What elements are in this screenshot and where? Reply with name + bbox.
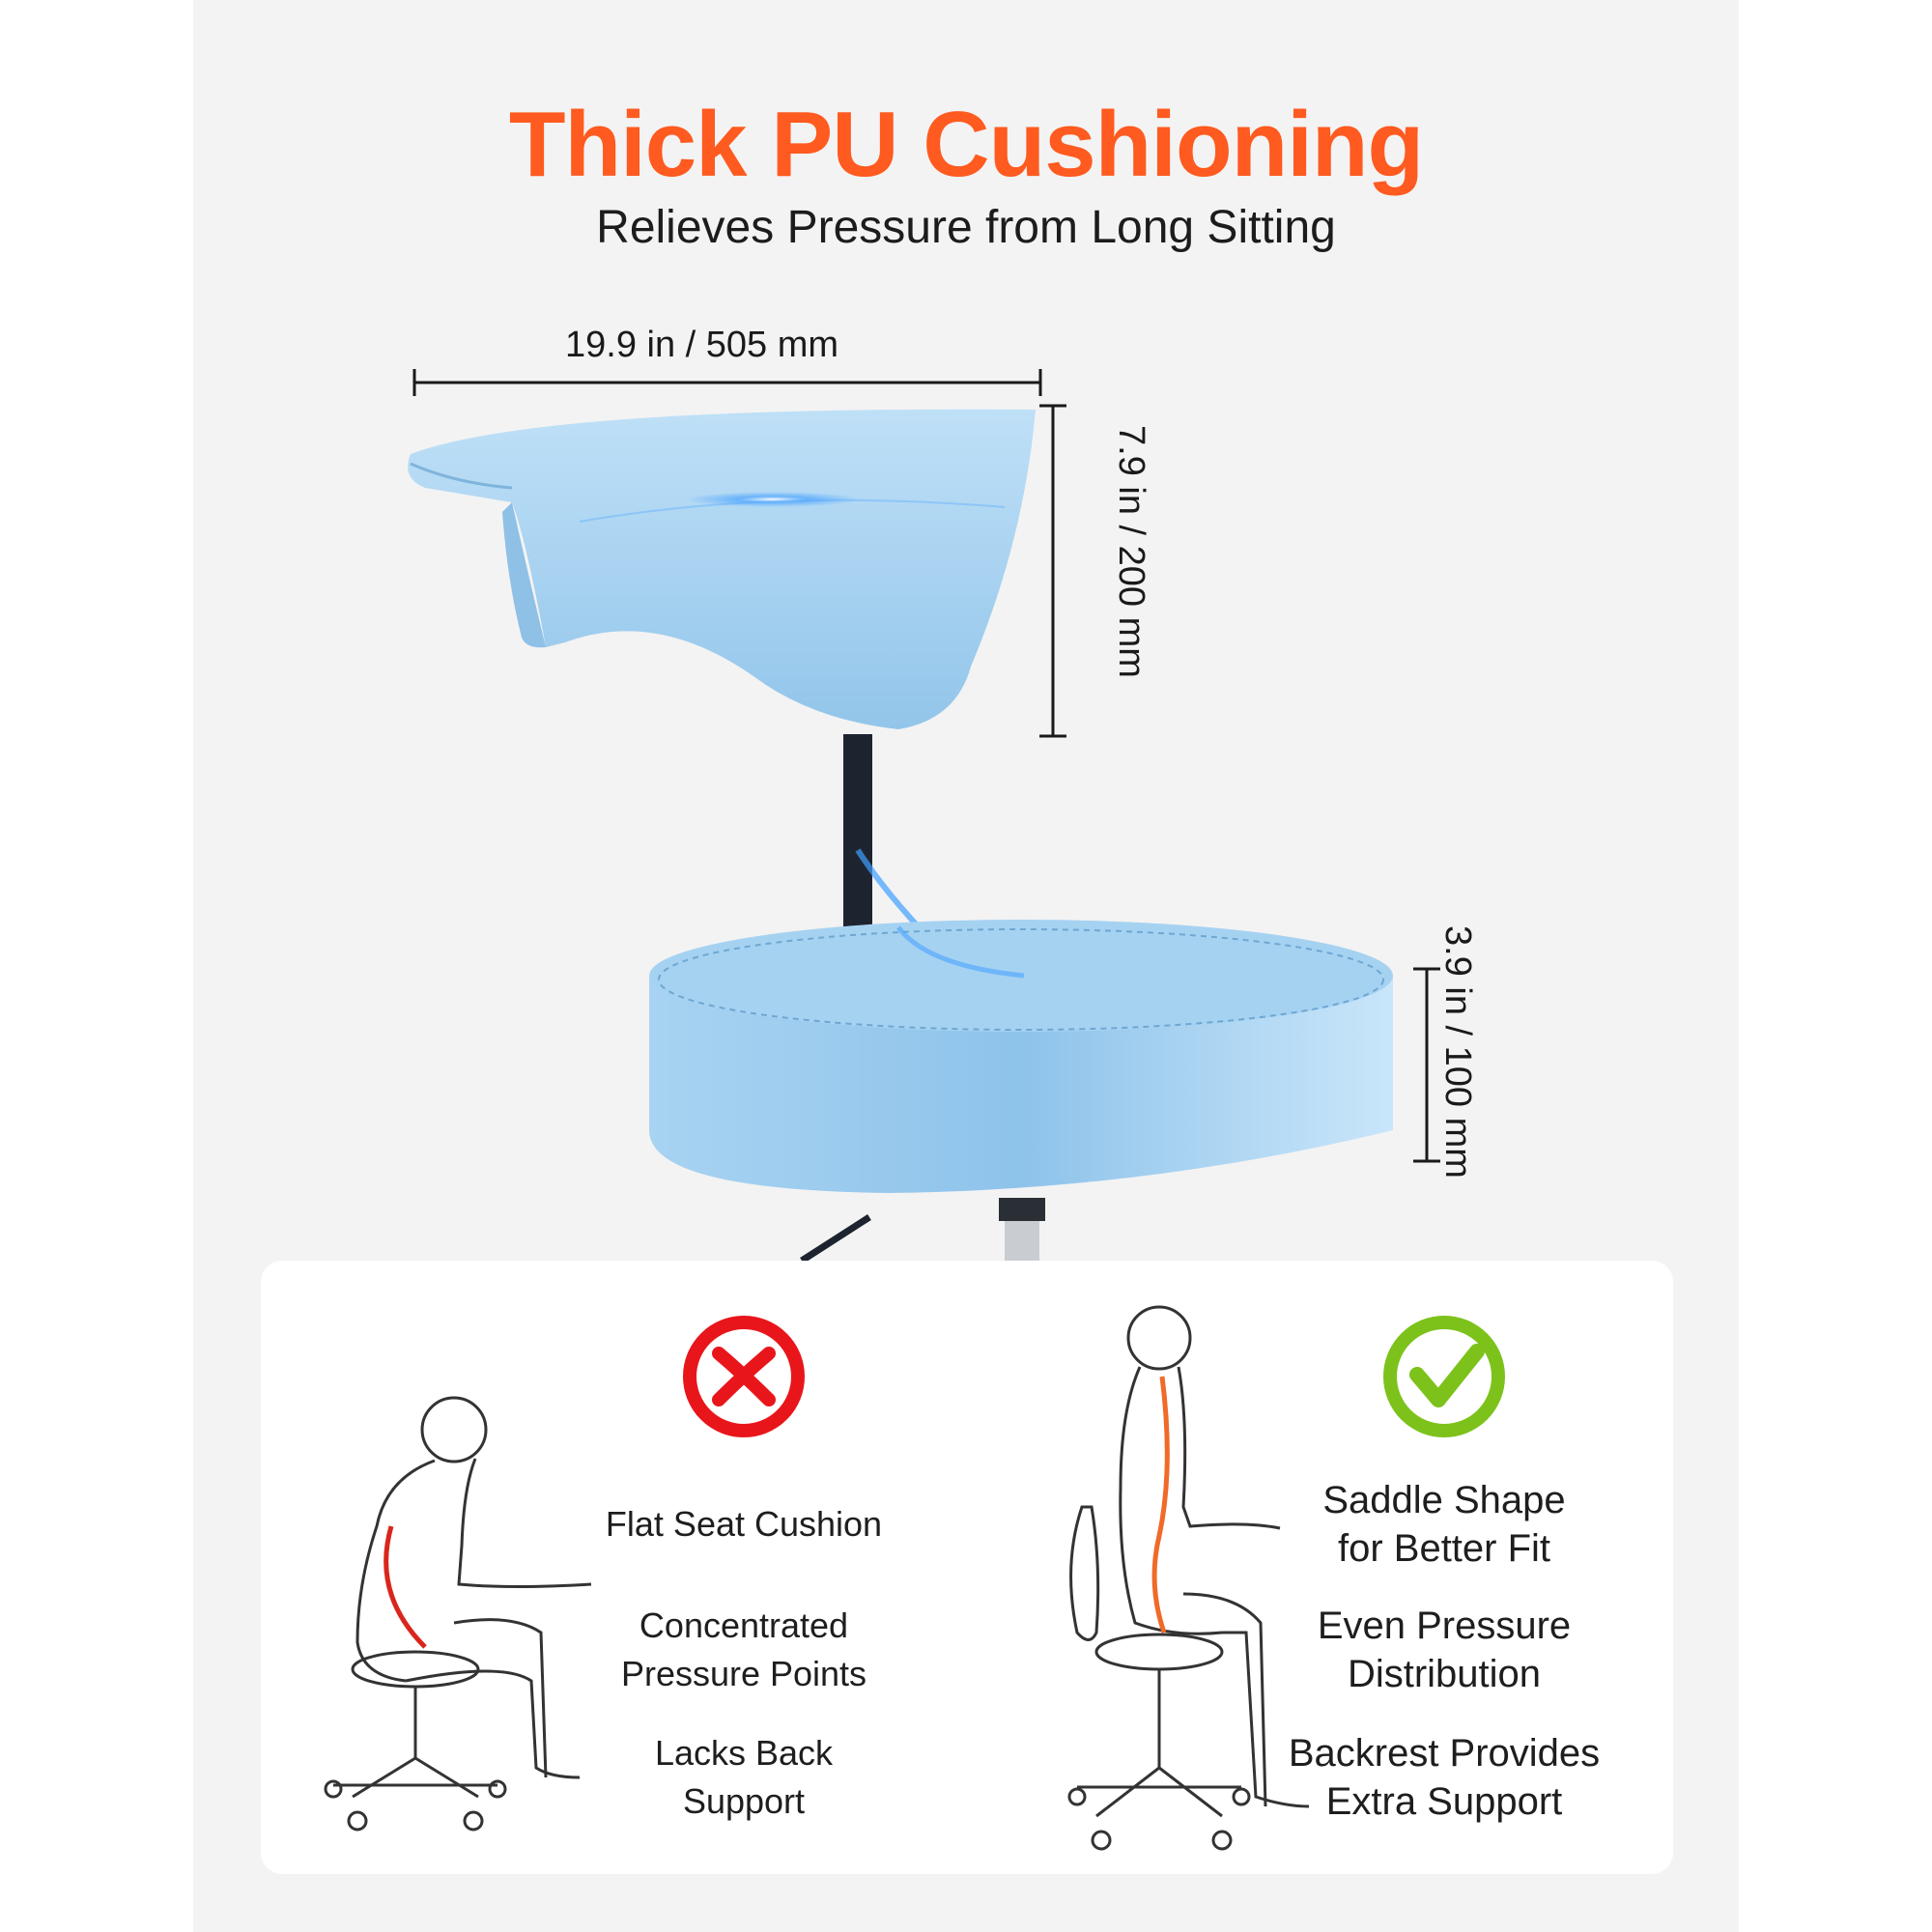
good-point-1: Saddle Shape for Better Fit xyxy=(1322,1479,1566,1570)
good-point-2: Even Pressure Distribution xyxy=(1317,1605,1572,1695)
comparison-card xyxy=(261,1261,1673,1874)
backrest-post xyxy=(843,734,872,937)
page-subtitle: Relieves Pressure from Long Sitting xyxy=(596,202,1336,253)
x-mark-icon xyxy=(683,1316,805,1437)
checkmark-icon xyxy=(1383,1316,1505,1437)
seat-dimension-line xyxy=(1413,967,1440,1163)
bad-point-2: Concentrated Pressure Points xyxy=(620,1605,867,1693)
height-lever xyxy=(800,1214,871,1264)
width-dimension-label: 19.9 in / 505 mm xyxy=(565,325,839,365)
backrest-cushion xyxy=(408,409,1037,729)
bad-point-3: Lacks Back Support xyxy=(654,1733,834,1821)
bad-point-1: Flat Seat Cushion xyxy=(605,1504,883,1544)
upright-sitter-figure xyxy=(1067,1305,1310,1851)
width-dimension-line xyxy=(412,369,1042,396)
backrest-height-dimension-line xyxy=(1039,404,1066,738)
seat-cushion xyxy=(649,920,1393,1193)
page-title: Thick PU Cushioning xyxy=(508,93,1424,196)
slouched-sitter-figure xyxy=(324,1396,592,1832)
good-point-3: Backrest Provides Extra Support xyxy=(1288,1732,1601,1823)
